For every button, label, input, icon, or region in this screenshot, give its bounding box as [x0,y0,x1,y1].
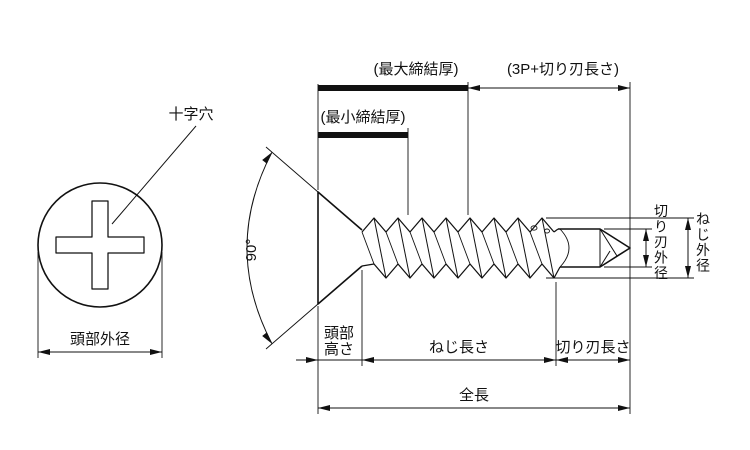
cutting-edge-length-label: 切り刃長さ [555,339,630,356]
screw-side-view [317,191,631,305]
point-3p-label: (3P+切り刃長さ) [507,61,619,78]
countersink-angle-arc [246,146,319,350]
cutting-edge-od-label: 切り刃外径 [654,203,668,281]
dimension-cutting-edge-od [643,229,649,267]
head-circle [37,182,163,308]
max-clamp-label: (最大締結厚) [374,61,459,78]
labels: 十字穴 頭部外径 (最大締結厚) (最小締結厚) (3P+切り刃長さ) 頭部 高… [70,61,710,404]
thread-flanks [373,217,555,279]
cross-recess-label: 十字穴 [168,106,213,123]
max-clamp-bar [318,85,468,91]
dimension-head-outer-dia [38,349,162,355]
thread-length-label: ねじ長さ [429,339,489,356]
dimension-3p-cutting-length [468,85,630,91]
head-outer-dia-label: 頭部外径 [70,331,130,348]
min-clamp-label: (最小締結厚) [321,109,406,126]
overall-length-label: 全長 [459,386,489,404]
screw-head-profile [317,191,363,305]
phillips-cross-recess [55,200,145,290]
angle-90-label: 90° [243,239,260,262]
min-clamp-bar [318,132,408,138]
head-top-view [37,125,197,308]
thread-root-lines [361,231,543,265]
cross-recess-leader-line [111,125,197,225]
thread-od-label: ねじ外径 [696,211,710,274]
extension-lines [37,82,694,414]
thread-top-edge [361,217,555,233]
head-height-label-line1: 頭部 [324,325,354,342]
dimension-overall-length [318,405,630,411]
dimension-bottom-row [296,357,630,363]
head-height-label-line2: 高さ [324,341,354,358]
drill-point [530,225,631,279]
dimension-thread-od [685,218,691,278]
